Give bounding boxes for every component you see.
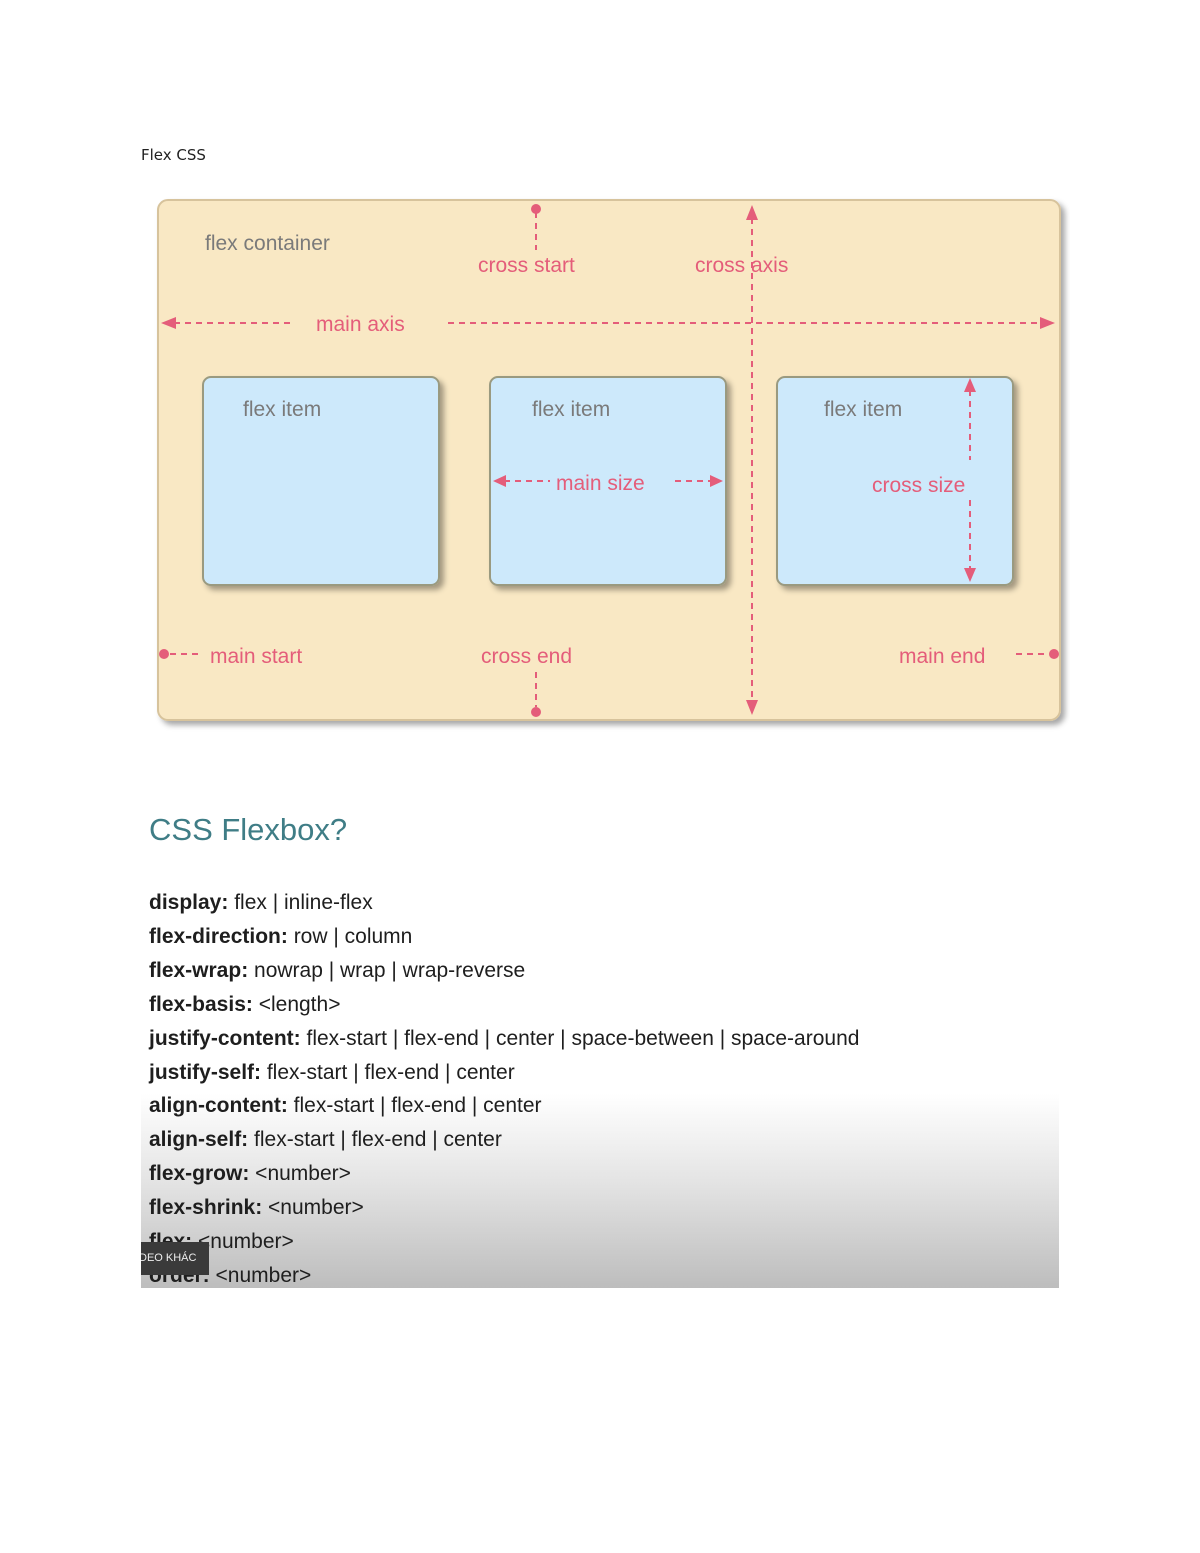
property-name: justify-content:	[149, 1026, 301, 1050]
property-name: flex-direction:	[149, 924, 288, 948]
flex-item-1-label: flex item	[243, 398, 321, 421]
main-size-arrow-left	[493, 475, 506, 487]
flex-container-label: flex container	[205, 232, 330, 255]
property-name: justify-self:	[149, 1060, 262, 1084]
cross-size-label: cross size	[872, 474, 965, 497]
main-axis-arrow-left	[161, 317, 176, 329]
property-values: <number>	[262, 1196, 364, 1220]
cross-axis-arrow-down	[746, 700, 758, 715]
main-end-label: main end	[899, 645, 985, 668]
property-values: row | column	[287, 924, 413, 948]
property-values: <number>	[209, 1263, 312, 1287]
property-line-flex-wrap: flex-wrap: nowrap | wrap | wrap-reverse	[149, 954, 859, 988]
flexbox-diagram-svg: flex container cross start cross axis ma…	[157, 199, 1061, 721]
property-line-flex-grow: flex-grow: <number>	[149, 1157, 859, 1191]
property-name: flex-shrink:	[149, 1196, 263, 1220]
cross-end-marker	[531, 707, 541, 717]
property-name: display:	[149, 891, 229, 914]
main-size-label: main size	[556, 472, 645, 495]
property-values: flex-start | flex-end | center	[261, 1060, 515, 1084]
property-values: <number>	[192, 1230, 294, 1254]
property-values: flex-start | flex-end | center	[248, 1128, 502, 1152]
property-line-justify-content: justify-content: flex-start | flex-end |…	[149, 1022, 859, 1056]
main-start-label: main start	[210, 645, 302, 668]
main-axis-arrow-right	[1040, 317, 1055, 329]
property-line-align-content: align-content: flex-start | flex-end | c…	[149, 1089, 859, 1123]
flexbox-reference-slide: CSS Flexbox? display: flex | inline-flex…	[141, 802, 1059, 1288]
property-name: flex-wrap:	[149, 958, 249, 982]
property-list: display: flex | inline-flex flex-directi…	[149, 886, 859, 1288]
flexbox-diagram: flex container cross start cross axis ma…	[150, 192, 1070, 732]
property-name: flex-basis:	[149, 992, 253, 1016]
video-badge[interactable]: DEO KHÁC	[141, 1242, 209, 1275]
property-line-flex-shrink: flex-shrink: <number>	[149, 1191, 859, 1225]
flex-item-2-box	[489, 376, 727, 586]
property-name: align-self:	[149, 1128, 249, 1152]
property-values: <number>	[249, 1162, 351, 1186]
property-values: flex-start | flex-end | center	[287, 1094, 542, 1118]
property-name: flex-grow:	[149, 1162, 250, 1186]
flex-item-3-label: flex item	[824, 398, 902, 421]
document-title: Flex CSS	[141, 146, 206, 164]
main-start-marker	[159, 649, 169, 659]
slide-heading: CSS Flexbox?	[149, 812, 348, 847]
property-line-flex-basis: flex-basis: <length>	[149, 988, 859, 1022]
property-values: <length>	[252, 992, 341, 1016]
property-name: align-content:	[149, 1094, 288, 1118]
property-values: flex-start | flex-end | center | space-b…	[300, 1026, 860, 1050]
cross-end-label: cross end	[481, 645, 572, 668]
cross-size-arrow-down	[964, 568, 976, 582]
flex-item-3-box	[776, 376, 1014, 586]
property-line-display: display: flex | inline-flex	[149, 886, 859, 920]
property-line-flex: flex: <number>	[149, 1225, 859, 1259]
property-line-justify-self: justify-self: flex-start | flex-end | ce…	[149, 1056, 859, 1090]
property-line-flex-direction: flex-direction: row | column	[149, 920, 859, 954]
property-line-align-self: align-self: flex-start | flex-end | cent…	[149, 1123, 859, 1157]
cross-size-arrow-up	[964, 378, 976, 392]
flex-item-2-label: flex item	[532, 398, 610, 421]
cross-axis-label: cross axis	[695, 254, 788, 277]
main-size-arrow-right	[710, 475, 723, 487]
property-line-order: order: <number>	[149, 1259, 859, 1288]
main-end-marker	[1049, 649, 1059, 659]
property-values: flex | inline-flex	[228, 891, 373, 914]
cross-start-marker	[531, 204, 541, 214]
flex-item-1-box	[202, 376, 440, 586]
cross-axis-arrow-up	[746, 205, 758, 220]
main-axis-label: main axis	[316, 313, 405, 336]
cross-start-label: cross start	[478, 254, 575, 277]
property-values: nowrap | wrap | wrap-reverse	[248, 958, 526, 982]
